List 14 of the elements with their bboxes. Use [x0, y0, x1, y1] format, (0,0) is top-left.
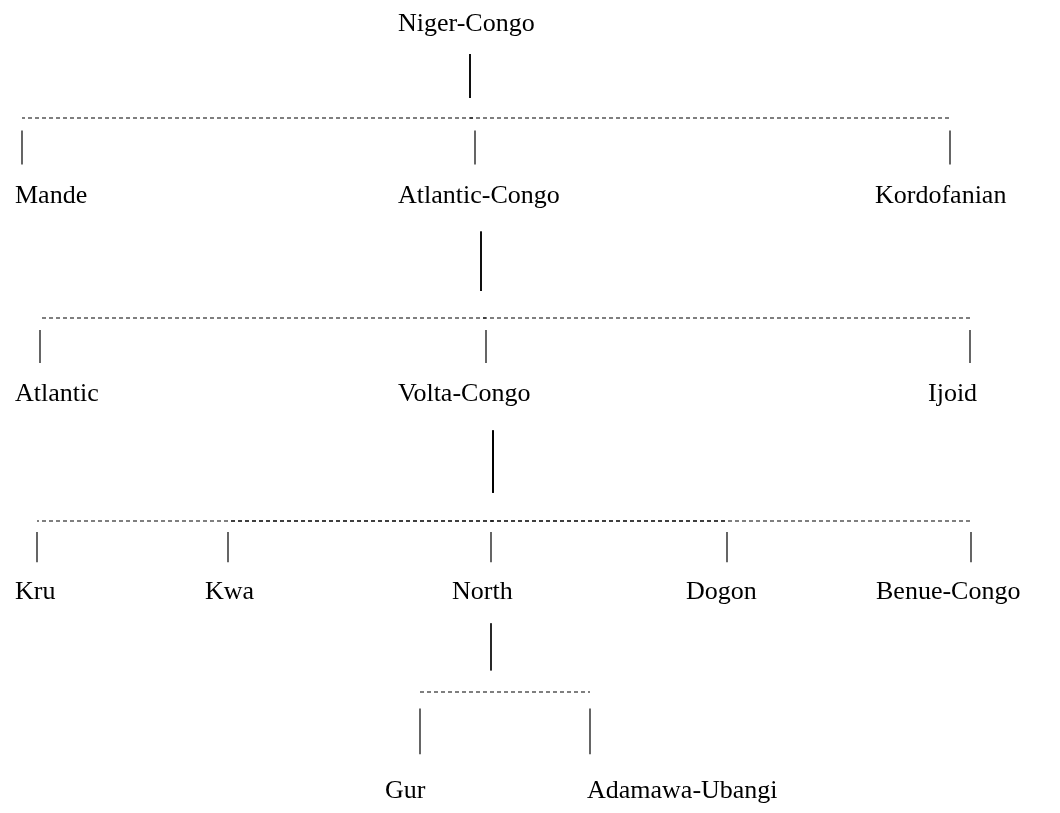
language-label: Atlantic-Congo: [398, 180, 560, 210]
language-label: Volta-Congo: [398, 378, 531, 408]
language-label: Mande: [15, 180, 88, 210]
language-label: Ijoid: [928, 378, 978, 408]
language-label: Gur: [385, 775, 426, 805]
language-label: Benue-Congo: [876, 576, 1021, 606]
language-label: Kordofanian: [875, 180, 1007, 210]
language-label: Dogon: [686, 576, 757, 606]
language-label: Adamawa-Ubangi: [587, 775, 778, 805]
language-label: Atlantic: [15, 378, 99, 408]
language-label: Kru: [15, 576, 56, 606]
language-label: Niger-Congo: [398, 8, 535, 38]
language-label: Kwa: [205, 576, 255, 606]
language-label: North: [452, 576, 513, 606]
